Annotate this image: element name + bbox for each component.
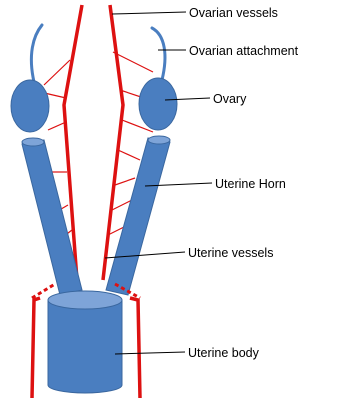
right-uterine-vessel xyxy=(130,298,140,398)
left-ovarian-attachment xyxy=(31,25,42,82)
label-ovarian-attachment: Ovarian attachment xyxy=(189,44,299,58)
ovarian-attachments xyxy=(31,25,165,82)
uterine-horns xyxy=(22,136,170,295)
ovaries xyxy=(11,78,177,132)
leader-uterine-body xyxy=(115,352,185,354)
label-ovary: Ovary xyxy=(213,92,247,106)
label-uterine-vessels: Uterine vessels xyxy=(188,246,273,260)
left-uterine-vessel xyxy=(32,298,40,398)
label-uterine-body: Uterine body xyxy=(188,346,260,360)
label-uterine-horn: Uterine Horn xyxy=(215,177,286,191)
ovarian-vessels xyxy=(64,5,123,280)
right-ovarian-attachment xyxy=(152,28,165,80)
right-ovary xyxy=(139,78,177,130)
label-ovarian-vessels: Ovarian vessels xyxy=(189,6,278,20)
leader-ovarian-vessels xyxy=(112,12,186,14)
left-ovary xyxy=(11,80,49,132)
uterine-body xyxy=(48,291,122,393)
